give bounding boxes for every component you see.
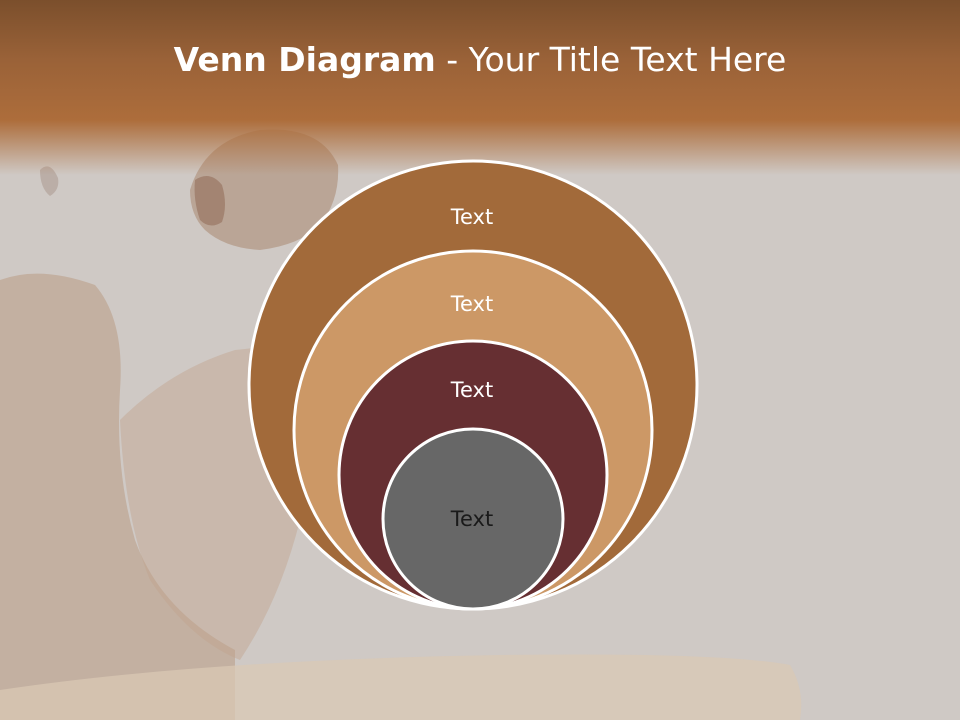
venn-label-second: Text	[450, 292, 493, 316]
title-rest: - Your Title Text Here	[435, 40, 787, 79]
header-band	[0, 0, 960, 175]
slide-title: Venn Diagram - Your Title Text Here	[0, 40, 960, 79]
title-bold: Venn Diagram	[173, 40, 436, 79]
venn-label-third: Text	[450, 378, 493, 402]
venn-label-outer: Text	[450, 205, 493, 229]
venn-ring-inner	[381, 427, 565, 611]
venn-label-inner: Text	[450, 507, 493, 531]
